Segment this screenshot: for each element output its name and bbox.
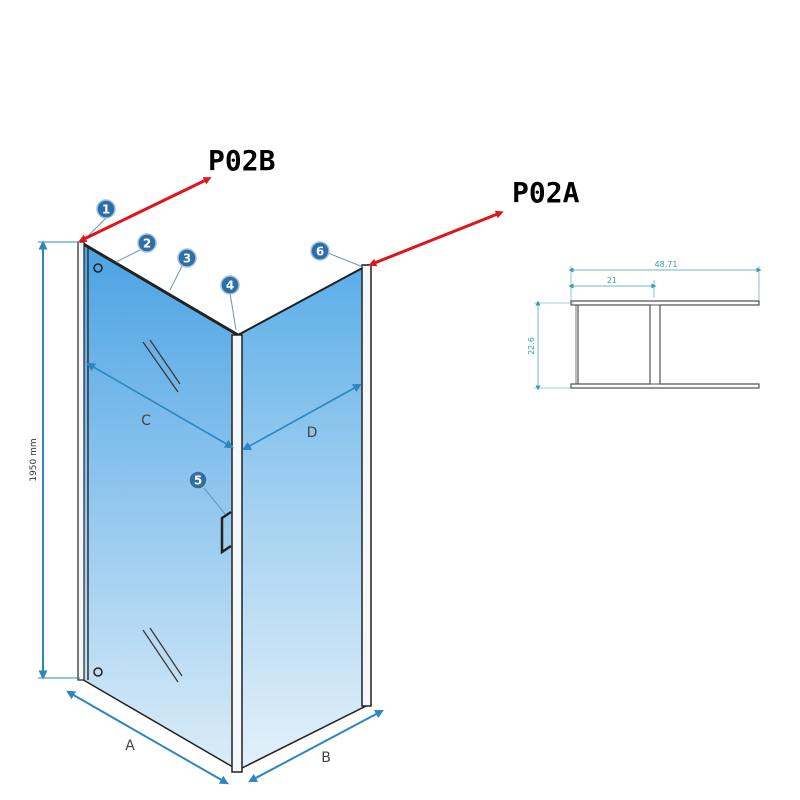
callout-1-number: 1 bbox=[102, 203, 110, 217]
height-dimension: 1950 mm bbox=[29, 240, 80, 680]
callout-2: 2 bbox=[115, 233, 157, 263]
wall-profile-left bbox=[77, 241, 85, 681]
p02a-label: P02A bbox=[512, 176, 580, 209]
door-handle bbox=[220, 510, 232, 555]
width-d-dimension: D bbox=[242, 383, 362, 451]
width-c-dimension: C bbox=[86, 362, 234, 449]
width-c-label: C bbox=[141, 413, 151, 429]
profile-inner-width: 21 bbox=[607, 276, 617, 285]
left-glass-panel bbox=[79, 240, 239, 772]
callout-2-number: 2 bbox=[143, 237, 151, 251]
width-b-label: B bbox=[321, 750, 331, 766]
height-dimension-label: 1950 mm bbox=[29, 438, 39, 481]
profile-height: 22.6 bbox=[527, 337, 536, 355]
corner-profile bbox=[231, 334, 243, 773]
p02b-label: P02B bbox=[208, 144, 275, 177]
callout-3: 3 bbox=[169, 248, 197, 291]
width-a-dimension: A bbox=[66, 690, 229, 785]
wall-profile-right bbox=[361, 264, 372, 707]
callout-6-number: 6 bbox=[316, 245, 324, 259]
width-d-label: D bbox=[307, 425, 318, 441]
callout-1: 1 bbox=[83, 199, 116, 241]
callout-4: 4 bbox=[220, 275, 240, 331]
width-b-dimension: B bbox=[248, 709, 384, 783]
right-glass-panel bbox=[237, 263, 369, 772]
callout-4-number: 4 bbox=[226, 279, 234, 293]
p02b-arrow bbox=[78, 177, 212, 242]
callout-5-number: 5 bbox=[194, 474, 202, 488]
callout-3-number: 3 bbox=[183, 252, 191, 266]
width-a-label: A bbox=[125, 738, 135, 754]
callout-6: 6 bbox=[310, 241, 364, 268]
profile-cross-section: 48.71 21 22.6 bbox=[527, 260, 762, 391]
callout-5: 5 bbox=[188, 470, 226, 515]
profile-total-width: 48.71 bbox=[655, 260, 678, 269]
p02a-arrow bbox=[368, 210, 504, 267]
